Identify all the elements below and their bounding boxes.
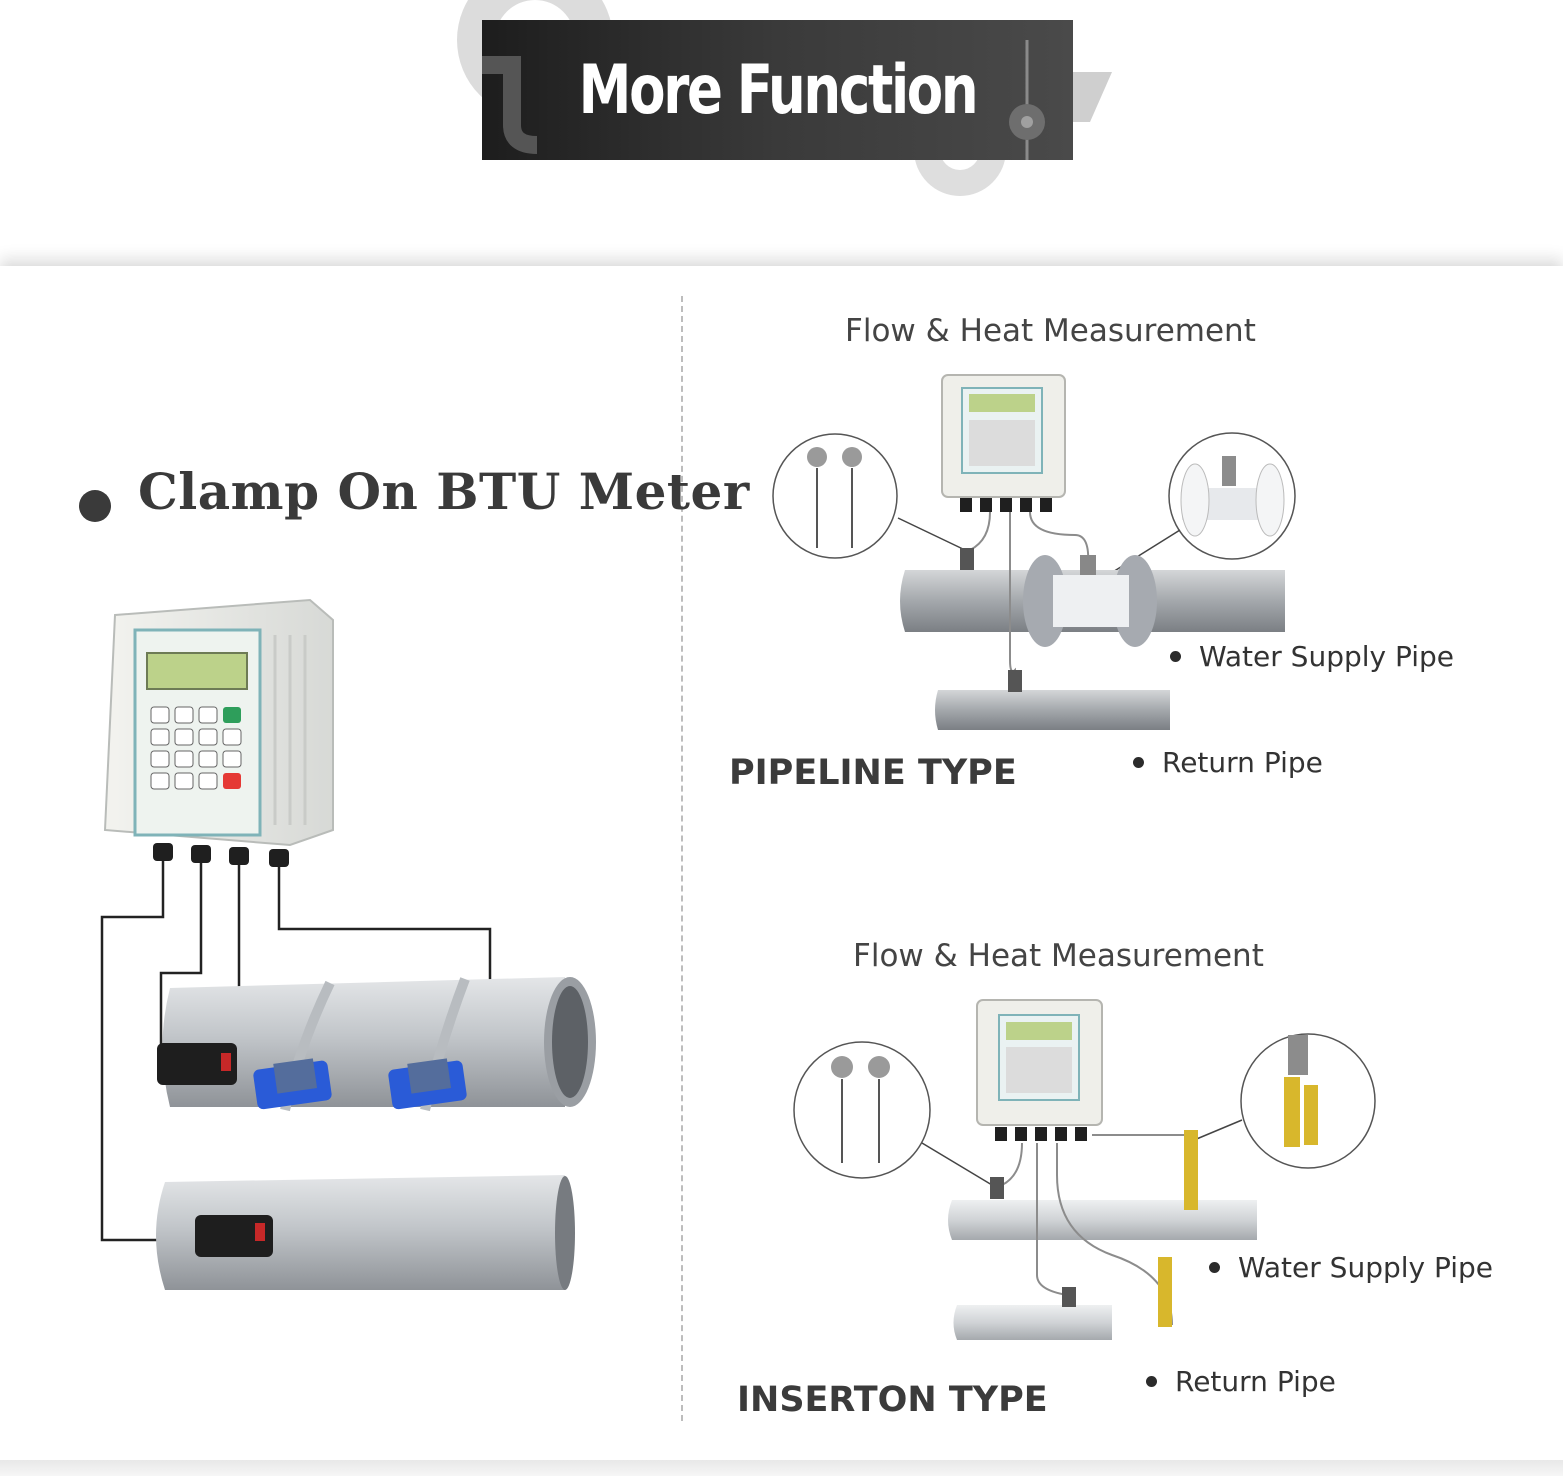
- title-banner: More Function: [482, 20, 1073, 160]
- temperature-sensor-inset: [793, 1041, 931, 1179]
- pipeline-type-figure: [772, 374, 1296, 730]
- flowmeter-unit: [103, 598, 334, 867]
- insertion-section-title: Flow & Heat Measurement: [853, 938, 1264, 974]
- flowmeter-unit: [976, 999, 1103, 1141]
- insertion-type-figure: [793, 999, 1376, 1340]
- temperature-sensor-inset: [772, 433, 898, 559]
- upper-pipe: [157, 977, 596, 1112]
- pipeline-return-label: Return Pipe: [1133, 746, 1323, 779]
- clamp-on-meter-figure: [100, 598, 596, 1290]
- pipeline-supply-label: Water Supply Pipe: [1170, 640, 1454, 673]
- supply-label-text: Water Supply Pipe: [1199, 640, 1455, 673]
- supply-label-text: Water Supply Pipe: [1238, 1251, 1494, 1284]
- return-label-text: Return Pipe: [1175, 1365, 1336, 1398]
- gauge-needle-icon: [1009, 40, 1045, 160]
- return-label-text: Return Pipe: [1162, 746, 1323, 779]
- insertion-return-label: Return Pipe: [1146, 1365, 1336, 1398]
- flow-sensor-inset: [1168, 432, 1296, 560]
- insertion-supply-label: Water Supply Pipe: [1209, 1251, 1493, 1284]
- insertion-sensor-inset: [1240, 1033, 1376, 1169]
- pipeline-section-title: Flow & Heat Measurement: [845, 313, 1256, 349]
- clamp-on-heading: Clamp On BTU Meter: [138, 462, 750, 521]
- panel-bottom-shadow: [0, 1460, 1563, 1476]
- lower-pipe: [156, 1175, 575, 1290]
- flowmeter-unit: [941, 374, 1066, 512]
- bullet-dot: [1133, 757, 1144, 768]
- bullet-dot: [1146, 1376, 1157, 1387]
- banner-decoration: [482, 40, 1045, 160]
- bullet-dot: [1209, 1262, 1220, 1273]
- heading-bullet: [79, 490, 111, 522]
- insertion-type-label: INSERTON TYPE: [737, 1380, 1048, 1420]
- bullet-dot: [1170, 651, 1181, 662]
- column-divider: [681, 296, 683, 1421]
- page-title: More Function: [578, 50, 979, 130]
- pipeline-type-label: PIPELINE TYPE: [729, 753, 1017, 793]
